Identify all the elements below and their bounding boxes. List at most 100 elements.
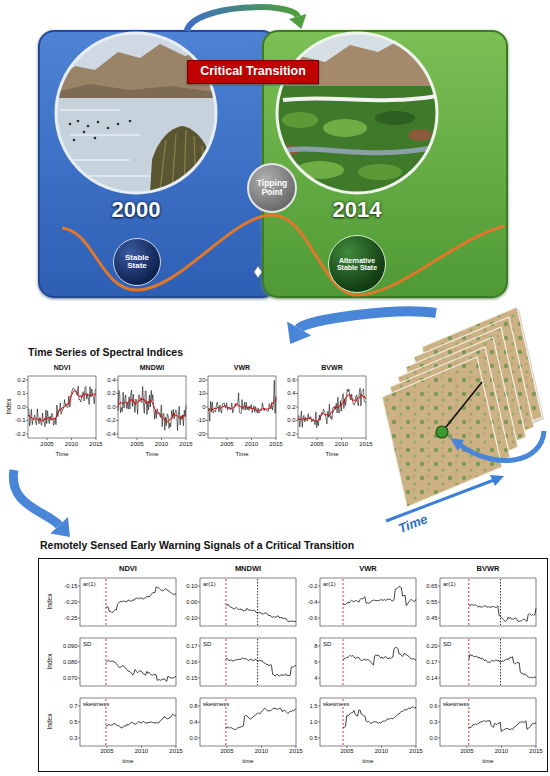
tick-mark bbox=[318, 646, 320, 647]
indicator-label: SD bbox=[322, 641, 332, 648]
threshold-line bbox=[257, 639, 258, 685]
tick-label: 2010 bbox=[335, 441, 348, 448]
tick-label: 0.080 bbox=[63, 659, 78, 665]
tick-mark bbox=[438, 738, 440, 739]
tick-label: 0.2 bbox=[287, 404, 295, 411]
tick-mark bbox=[26, 407, 28, 408]
tick-mark bbox=[226, 746, 227, 748]
axis-label: Index bbox=[46, 594, 53, 610]
tick-mark bbox=[141, 746, 142, 748]
tick-mark bbox=[318, 602, 320, 603]
tick-label: 0.16 bbox=[186, 659, 197, 665]
tick-mark bbox=[137, 438, 138, 440]
tick-label: -0.2 bbox=[308, 583, 318, 589]
tick-mark bbox=[161, 438, 162, 440]
tick-mark bbox=[116, 420, 118, 421]
chart-frame bbox=[80, 698, 176, 746]
tick-mark bbox=[416, 746, 417, 748]
tick-label: 0.17 bbox=[426, 659, 437, 665]
tick-mark bbox=[438, 646, 440, 647]
tick-label: 2005 bbox=[340, 748, 353, 755]
tick-mark bbox=[438, 706, 440, 707]
tick-mark bbox=[296, 434, 298, 435]
tick-label: 0.0 bbox=[429, 735, 437, 741]
connector-line bbox=[13, 470, 59, 525]
tick-mark bbox=[198, 618, 200, 619]
tick-mark bbox=[47, 438, 48, 440]
indicator-label: skewness bbox=[202, 701, 230, 708]
tick-label: 2010 bbox=[245, 441, 258, 448]
indicator-label: skewness bbox=[82, 701, 110, 708]
smoothed-series bbox=[298, 394, 366, 421]
axis-label: time bbox=[362, 758, 373, 765]
axis-label: Time bbox=[235, 451, 248, 458]
smoothed-series bbox=[28, 390, 96, 421]
tick-label: 2015 bbox=[359, 441, 372, 448]
threshold-line bbox=[343, 579, 344, 625]
threshold-line bbox=[500, 579, 501, 625]
tick-mark bbox=[116, 380, 118, 381]
arrow-head bbox=[289, 14, 306, 29]
tick-mark bbox=[206, 420, 208, 421]
tick-label: 10 bbox=[199, 390, 206, 397]
tick-label: -0.4 bbox=[308, 599, 318, 605]
tick-mark bbox=[438, 586, 440, 587]
indicator-series bbox=[469, 605, 536, 622]
tick-label: 0.4 bbox=[189, 719, 197, 725]
chart-title: NDVI bbox=[54, 364, 71, 372]
image-stack: Time bbox=[376, 305, 548, 537]
state-label: Stable State bbox=[118, 254, 156, 271]
tick-label: 2010 bbox=[495, 748, 508, 755]
indicator-label: skewness bbox=[322, 701, 350, 708]
tick-mark bbox=[296, 380, 298, 381]
index-series bbox=[118, 387, 186, 431]
tick-label: 6 bbox=[314, 659, 317, 665]
axis-label: Index bbox=[46, 714, 53, 730]
chart-title: BVWR bbox=[321, 364, 342, 372]
tick-label: 0.15 bbox=[186, 675, 197, 681]
tick-label: 2010 bbox=[65, 441, 78, 448]
tick-label: 0.20 bbox=[426, 643, 437, 649]
tick-mark bbox=[198, 738, 200, 739]
indicator-series bbox=[343, 586, 416, 605]
tick-mark bbox=[261, 746, 262, 748]
threshold-line bbox=[257, 579, 258, 625]
chart-frame bbox=[200, 638, 296, 686]
tick-label: 0.7 bbox=[69, 703, 77, 709]
tick-label: 2010 bbox=[375, 748, 388, 755]
tick-label: 0.0 bbox=[287, 417, 295, 424]
tick-mark bbox=[116, 407, 118, 408]
tick-label: -0.10 bbox=[184, 615, 197, 621]
index-series bbox=[208, 380, 276, 421]
tick-label: 2005 bbox=[100, 748, 113, 755]
tick-mark bbox=[26, 420, 28, 421]
tick-mark bbox=[366, 438, 367, 440]
tick-label: 0.0 bbox=[17, 404, 25, 411]
tick-mark bbox=[466, 746, 467, 748]
tick-mark bbox=[346, 746, 347, 748]
tick-label: 4 bbox=[314, 675, 317, 681]
tick-label: 0.2 bbox=[17, 377, 25, 384]
tick-mark bbox=[438, 618, 440, 619]
tick-label: 20 bbox=[199, 377, 206, 384]
tick-label: 0.070 bbox=[63, 675, 78, 681]
tick-mark bbox=[438, 602, 440, 603]
indicator-series bbox=[226, 658, 296, 676]
warning-signals-panel: Remotely Sensed Early Warning Signals of… bbox=[38, 540, 548, 772]
tick-label: -0.6 bbox=[308, 615, 318, 621]
tick-label: 2005 bbox=[130, 441, 143, 448]
year-label: 2014 bbox=[333, 198, 382, 222]
tick-mark bbox=[501, 746, 502, 748]
axis-label: Index bbox=[5, 399, 12, 415]
tick-label: -0.2 bbox=[285, 431, 295, 438]
tick-label: 0.4 bbox=[107, 377, 115, 384]
tick-mark bbox=[227, 438, 228, 440]
tick-mark bbox=[78, 678, 80, 679]
axis-label: Index bbox=[46, 654, 53, 670]
indicator-series bbox=[343, 707, 416, 728]
tick-label: 0.0 bbox=[189, 735, 197, 741]
indicator-series bbox=[343, 647, 416, 665]
panel-title: Time Series of Spectral Indices bbox=[28, 347, 183, 359]
tick-mark bbox=[296, 407, 298, 408]
